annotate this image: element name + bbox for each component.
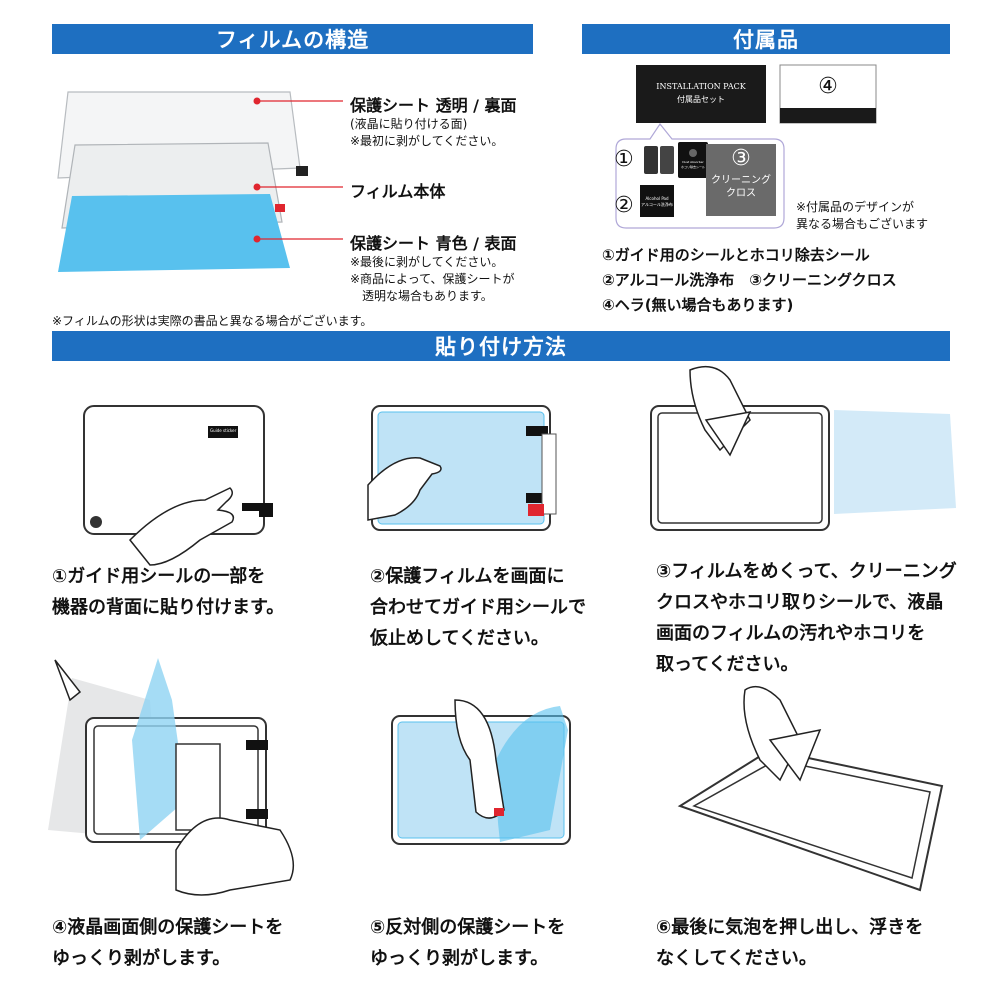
dust-label: Dust Absorber ホコリ除去シール xyxy=(680,160,705,169)
installation-pack: INSTALLATION PACK 付属品セット xyxy=(636,80,766,106)
header-accessories: 付属品 xyxy=(582,24,950,54)
pack-subtitle: 付属品セット xyxy=(677,95,725,104)
layer-label-film: フィルム本体 xyxy=(350,182,446,201)
header-how-to-apply: 貼り付け方法 xyxy=(52,331,950,361)
spatula-number: ④ xyxy=(818,74,838,99)
layer-label-front: 保護シート 青色 / 表面 xyxy=(350,234,517,253)
accessory-list-1: ①ガイド用のシールとホコリ除去シール xyxy=(602,246,870,264)
step1-sticker: Guide sticker xyxy=(210,428,237,433)
step4-text: ④液晶画面側の保護シートを ゆっくり剥がします。 xyxy=(52,917,284,969)
item1-number: ① xyxy=(614,147,634,172)
alcohol-label: Alcohol Pad アルコール洗浄布 xyxy=(641,196,673,207)
shape-note: ※フィルムの形状は実際の書品と異なる場合がございます。 xyxy=(52,314,373,328)
item2-number: ② xyxy=(614,193,634,218)
step3-text: ③フィルムをめくって、クリーニング クロスやホコリ取りシールで、液晶 画面のフィ… xyxy=(656,561,957,675)
layer-notes-back: (液晶に貼り付ける面) ※最初に剥がしてください。 xyxy=(350,117,504,148)
step2-text: ②保護フィルムを画面に 合わせてガイド用シールで 仮止めしてください。 xyxy=(370,566,586,649)
cloth-label: クリーニング クロス xyxy=(711,175,771,199)
header-film-structure: フィルムの構造 xyxy=(52,24,533,54)
pack-title: INSTALLATION PACK xyxy=(656,82,746,91)
step1-text: ①ガイド用シールの一部を 機器の背面に貼り付けます。 xyxy=(52,566,285,618)
layer-label-back: 保護シート 透明 / 裏面 xyxy=(350,96,517,115)
layer-notes-front: ※最後に剥がしてください。 ※商品によって、保護シートが 透明な場合もあります。 xyxy=(350,255,515,303)
design-note: ※付属品のデザインが 異なる場合もございます xyxy=(796,200,929,231)
step6-text: ⑥最後に気泡を押し出し、浮きを なくしてください。 xyxy=(656,917,924,969)
accessory-list-2: ②アルコール洗浄布 ③クリーニングクロス xyxy=(602,271,897,289)
accessory-list-3: ④ヘラ(無い場合もあります) xyxy=(602,296,794,314)
step5-text: ⑤反対側の保護シートを ゆっくり剥がします。 xyxy=(370,917,566,969)
item3-number: ③ xyxy=(731,146,751,171)
